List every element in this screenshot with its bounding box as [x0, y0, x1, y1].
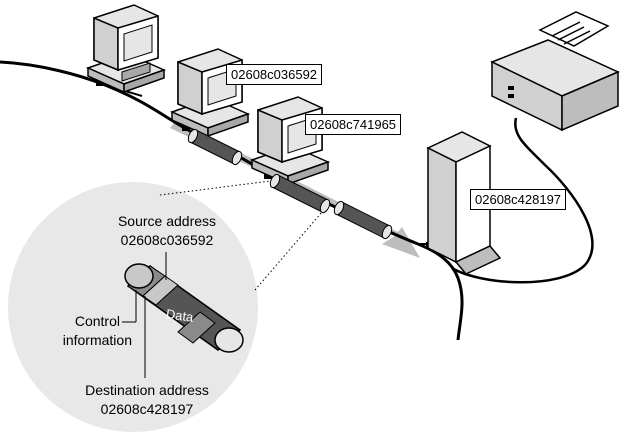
server-printer-cable — [451, 117, 594, 284]
zoom-guide-line — [159, 179, 279, 196]
control-information-label: Control — [74, 313, 120, 329]
cable-tap — [264, 173, 272, 179]
source-address-label: Source address — [117, 213, 217, 229]
workstation-2 — [169, 48, 251, 138]
packet-2 — [269, 173, 331, 214]
cable-tap — [96, 80, 104, 86]
zoom-circle — [8, 182, 258, 432]
destination-address-value: 02608c428197 — [100, 401, 194, 417]
workstation-3-address: 02608c741965 — [305, 114, 402, 135]
workstation-1 — [85, 4, 167, 94]
cable-tap — [182, 125, 190, 131]
packet-1 — [187, 128, 243, 166]
control-information-label-line2: information — [62, 332, 132, 348]
data-frame-detail — [124, 263, 244, 353]
server-address: 02608c428197 — [470, 189, 567, 210]
zoom-guide-line — [254, 204, 329, 291]
source-address-value: 02608c036592 — [120, 232, 214, 248]
workstation-3 — [249, 96, 331, 186]
packet-3 — [333, 200, 393, 240]
workstation-2-address: 02608c036592 — [226, 64, 323, 85]
printer — [490, 11, 620, 132]
destination-address-label: Destination address — [85, 382, 209, 398]
